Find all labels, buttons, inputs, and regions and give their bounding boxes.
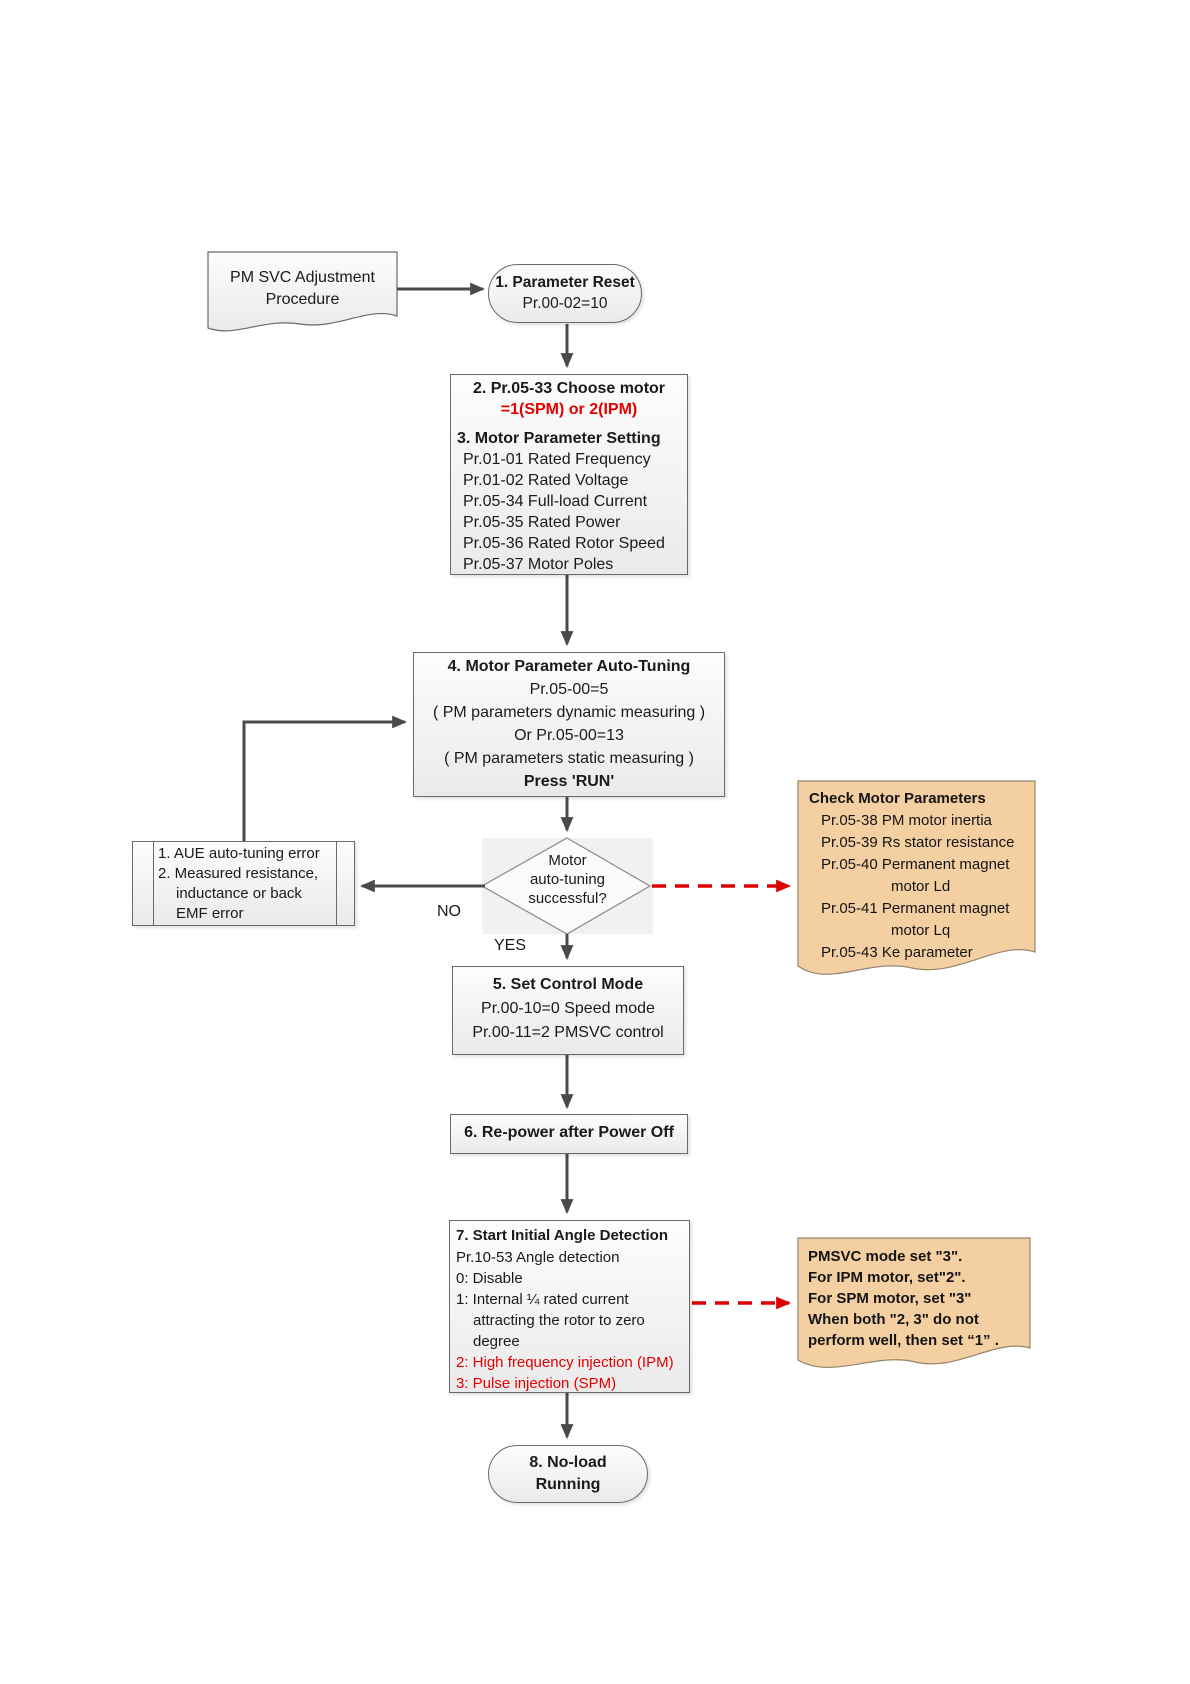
- step4-line: Or Pr.05-00=13: [514, 727, 624, 744]
- decision-line: auto-tuning: [529, 871, 606, 888]
- step3-param: Pr.01-01 Rated Frequency: [463, 451, 651, 468]
- step1-title: 1. Parameter Reset: [495, 274, 635, 291]
- step4-line: Pr.05-00=5: [529, 681, 609, 698]
- step7-line-continuation: attracting the rotor to zero: [473, 1312, 645, 1329]
- step7-red-line: 2: High frequency injection (IPM): [456, 1354, 674, 1371]
- step2-title: 2. Pr.05-33 Choose motor: [472, 380, 666, 397]
- step4-line: ( PM parameters static measuring ): [444, 750, 694, 767]
- step6-title: 6. Re-power after Power Off: [464, 1124, 674, 1141]
- step1-text: 1. Parameter Reset Pr.00-02=10: [488, 264, 642, 314]
- step8-line2: Running: [535, 1476, 601, 1493]
- check-param: Pr.05-41 Permanent magnet: [821, 900, 1010, 917]
- decision-line: successful?: [528, 890, 607, 907]
- check-param: Pr.05-38 PM motor inertia: [821, 812, 992, 829]
- step5-line: Pr.00-10=0 Speed mode: [481, 1000, 655, 1017]
- start-document-shape: [207, 251, 398, 332]
- check-params-title: Check Motor Parameters: [809, 790, 986, 807]
- step4-box: [413, 652, 725, 797]
- pmsvc-note-line: perform well, then set “1” .: [808, 1332, 999, 1349]
- pmsvc-note-shape: [797, 1237, 1031, 1368]
- step7-line: Pr.10-53 Angle detection: [456, 1249, 620, 1266]
- check-params-note: Check Motor Parameters Pr.05-38 PM motor…: [798, 781, 1035, 964]
- pmsvc-note-line: When both "2, 3" do not: [808, 1311, 979, 1328]
- check-param: Pr.05-39 Rs stator resistance: [821, 834, 1015, 851]
- yes-branch-label: YES: [494, 937, 527, 954]
- step4-press-run: Press 'RUN': [523, 773, 615, 790]
- step7-line-continuation: degree: [473, 1333, 520, 1350]
- no-branch-label: NO: [437, 903, 461, 920]
- error-subroutine-box: [132, 841, 355, 926]
- step5-text: 5. Set Control Mode Pr.00-10=0 Speed mod…: [452, 966, 684, 1045]
- check-param: Pr.05-43 Ke parameter: [821, 944, 973, 961]
- check-param-continuation: motor Lq: [891, 922, 951, 939]
- start-document-line2: Procedure: [265, 291, 340, 308]
- connector-error-feedback-to-step4: [242, 715, 408, 841]
- pmsvc-note-line: PMSVC mode set "3".: [808, 1248, 963, 1265]
- pmsvc-note-line: For SPM motor, set "3": [808, 1290, 972, 1307]
- check-param-continuation: motor Ld: [891, 878, 951, 895]
- step4-text: 4. Motor Parameter Auto-Tuning Pr.05-00=…: [413, 652, 725, 793]
- step5-title: 5. Set Control Mode: [492, 976, 644, 993]
- pmsvc-note-line: For IPM motor, set"2".: [808, 1269, 966, 1286]
- step3-title: 3. Motor Parameter Setting: [457, 430, 661, 447]
- step3-param: Pr.05-37 Motor Poles: [463, 556, 614, 573]
- step1-sub: Pr.00-02=10: [522, 295, 608, 312]
- step5-box: [452, 966, 684, 1055]
- check-param: Pr.05-40 Permanent magnet: [821, 856, 1010, 873]
- step7-red-line: 3: Pulse injection (SPM): [456, 1375, 617, 1392]
- step7-text: 7. Start Initial Angle Detection Pr.10-5…: [449, 1220, 690, 1394]
- step3-param: Pr.05-36 Rated Rotor Speed: [463, 535, 665, 552]
- step7-box: [449, 1220, 690, 1393]
- step3-param: Pr.01-02 Rated Voltage: [463, 472, 629, 489]
- step23-box: [450, 374, 688, 575]
- error-box-inner-line-left: [153, 842, 154, 925]
- step4-title: 4. Motor Parameter Auto-Tuning: [447, 658, 691, 675]
- error-box-text: 1. AUE auto-tuning error 2. Measured res…: [132, 841, 355, 924]
- step23-spacer: [450, 420, 688, 428]
- pmsvc-note: PMSVC mode set "3". For IPM motor, set"2…: [798, 1238, 1030, 1351]
- decision-line: Motor: [548, 852, 587, 869]
- error-line: 1. AUE auto-tuning error: [158, 845, 320, 862]
- step7-line: 1: Internal ¼ rated current: [456, 1291, 629, 1308]
- step8-stadium: [488, 1445, 648, 1503]
- step8-text: 8. No-load Running: [488, 1445, 648, 1496]
- step7-title: 7. Start Initial Angle Detection: [456, 1227, 668, 1244]
- decision-text: Motor auto-tuning successful?: [482, 851, 653, 908]
- error-line: inductance or back: [176, 885, 302, 902]
- step3-param: Pr.05-34 Full-load Current: [463, 493, 648, 510]
- step7-line: 0: Disable: [456, 1270, 523, 1287]
- start-document-line1: PM SVC Adjustment: [230, 269, 375, 286]
- step1-stadium: [488, 264, 642, 323]
- step5-line: Pr.00-11=2 PMSVC control: [472, 1024, 664, 1041]
- step8-line1: 8. No-load: [529, 1454, 607, 1471]
- check-params-note-shape: [797, 780, 1036, 975]
- step3-param: Pr.05-35 Rated Power: [463, 514, 621, 531]
- step6-box: [450, 1114, 688, 1154]
- error-box-inner-line-right: [336, 842, 337, 925]
- error-line: EMF error: [176, 905, 244, 922]
- step4-line: ( PM parameters dynamic measuring ): [432, 704, 706, 721]
- start-document: PM SVC Adjustment Procedure: [208, 252, 397, 311]
- error-line: 2. Measured resistance,: [158, 865, 319, 882]
- step2-highlight: =1(SPM) or 2(IPM): [500, 401, 638, 418]
- step23-text: 2. Pr.05-33 Choose motor =1(SPM) or 2(IP…: [450, 374, 688, 575]
